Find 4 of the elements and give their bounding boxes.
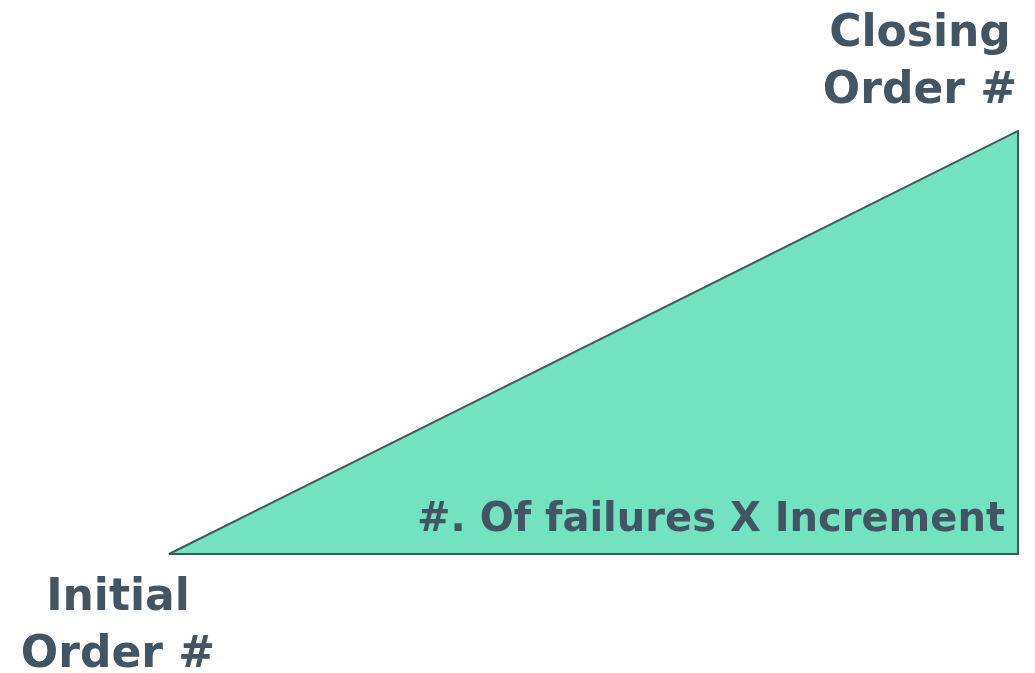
corner-label: Initial Order # <box>19 568 217 673</box>
corner-label: Closing Order # <box>821 4 1019 115</box>
right-triangle <box>168 130 1019 555</box>
shape-label: #. Of failures X Increment <box>417 493 1005 541</box>
